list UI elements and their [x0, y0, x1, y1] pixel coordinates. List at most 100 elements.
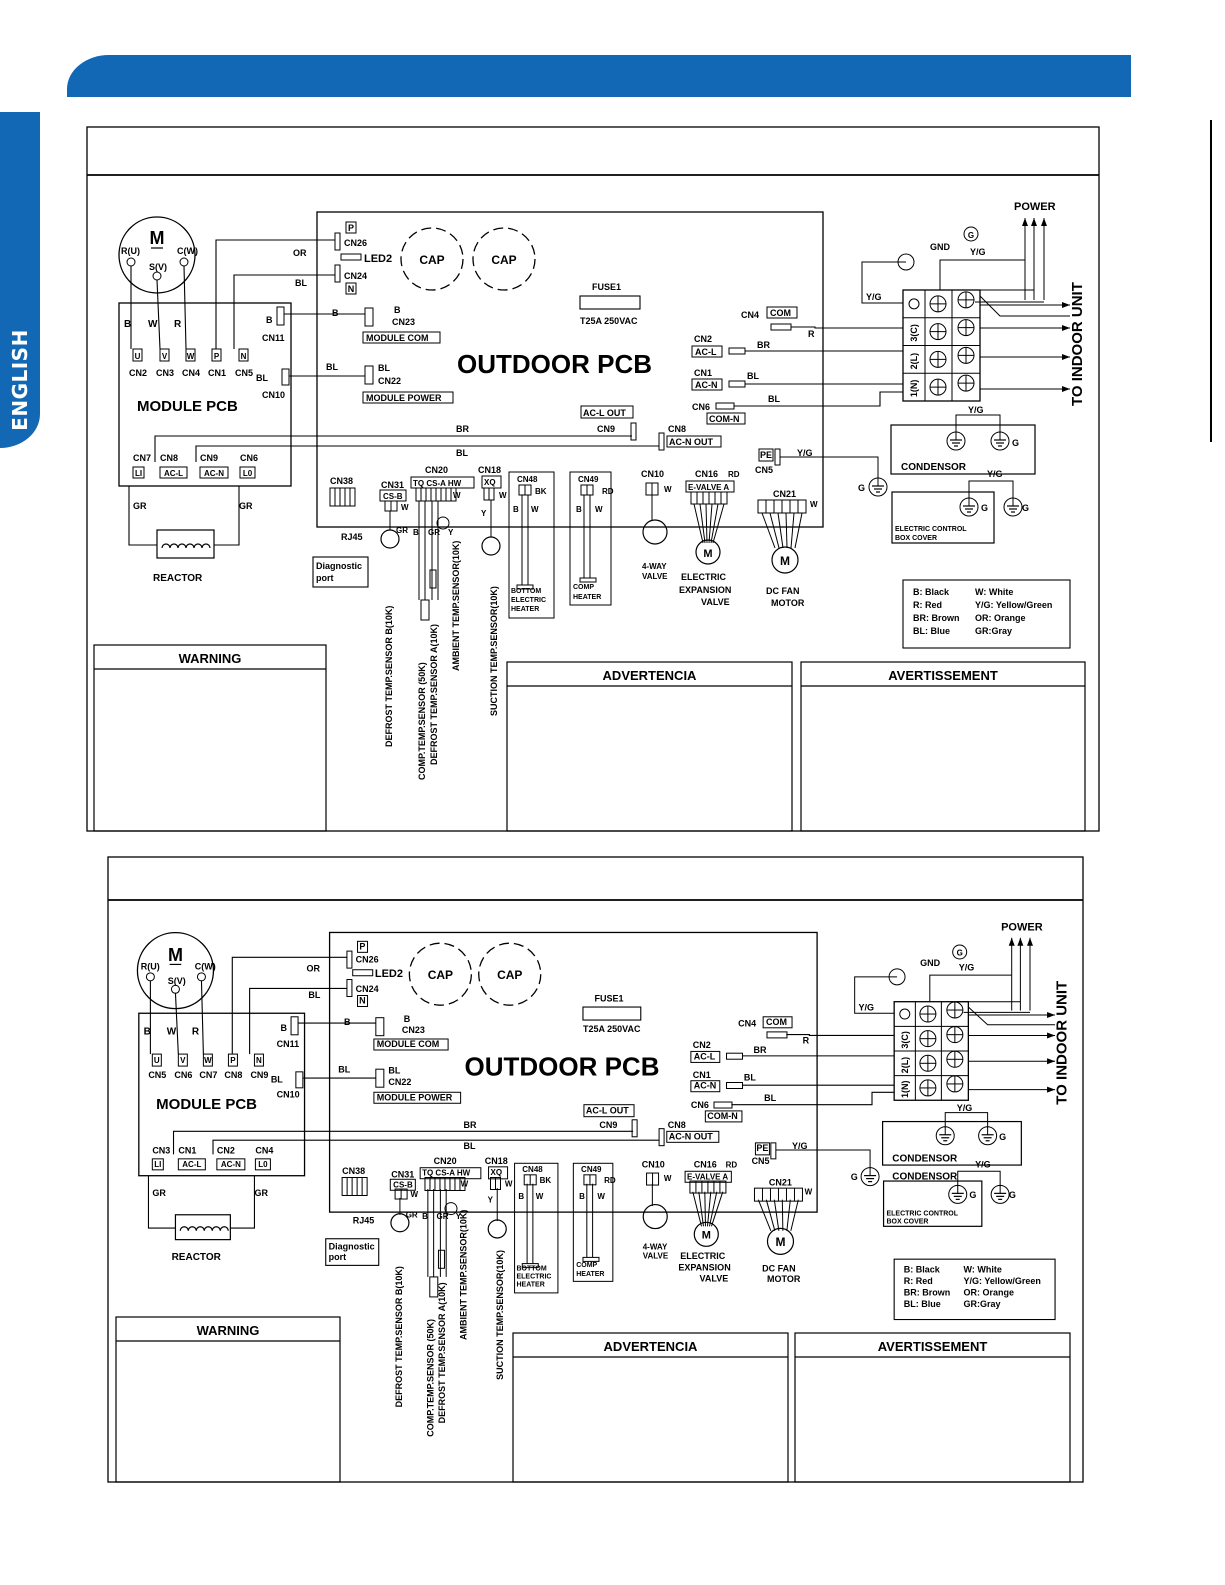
motor-label-r: R(U) — [141, 962, 160, 972]
reactor-gr-right: GR — [239, 501, 253, 511]
connector-plug — [726, 1081, 744, 1089]
module-wire-label: W — [167, 1027, 177, 1038]
module-bottom-terminal — [151, 1158, 164, 1171]
expansion-valve-motor — [695, 539, 721, 565]
module-terminal-letter: N — [241, 352, 247, 361]
pcb-acn-box — [691, 378, 723, 391]
pcb-cn9: CN9 — [597, 424, 615, 434]
ambient-sensor — [436, 516, 450, 530]
fuse-rating: T25A 250VAC — [583, 1024, 641, 1034]
pcb-xq-label: XQ — [484, 478, 496, 487]
language-tab[interactable]: ENGLISH — [0, 112, 40, 448]
wire-label-b: B — [518, 1192, 524, 1201]
wire-label-r: R — [803, 1035, 810, 1045]
wire-label-bl: BL — [768, 394, 780, 404]
legend-entry: GR:Gray — [975, 626, 1012, 636]
pcb-cn22-bl: BL — [388, 1066, 400, 1076]
expansion-valve-label: ELECTRIC — [681, 572, 727, 582]
ground-g-letter: G — [1022, 503, 1029, 513]
wire — [854, 976, 898, 1014]
pcb-acl-label: AC-L — [695, 347, 717, 357]
valve-lead — [704, 1191, 706, 1227]
pcb-xq-label: XQ — [490, 1168, 502, 1177]
ground-g-letter: G — [1012, 438, 1019, 448]
wire-label-w: W — [536, 1192, 544, 1201]
wire — [212, 1139, 660, 1155]
ground-g-symbol — [952, 944, 968, 960]
wire-label-rd: RD — [728, 470, 740, 479]
motor-terminal — [196, 972, 206, 982]
pcb-n-label: N — [348, 284, 355, 294]
module-bottom-terminal-label: L0 — [258, 1160, 268, 1169]
expansion-valve-label: EXPANSION — [679, 585, 731, 595]
pcb-cn4: CN4 — [738, 1019, 756, 1029]
wire-label-w: W — [499, 491, 507, 500]
capacitor-label: CAP — [497, 968, 522, 982]
pcb-cn21: CN21 — [769, 1177, 792, 1187]
legend-entry: Y/G: Yellow/Green — [975, 600, 1052, 610]
pcb-pe-label: PE — [756, 1143, 768, 1153]
valve-lead — [698, 1191, 704, 1227]
condensor-label: CONDENSOR — [892, 1154, 958, 1165]
motor-letter: M — [168, 945, 183, 965]
wire — [791, 326, 903, 329]
fan-lead — [790, 512, 795, 549]
wire — [215, 239, 335, 349]
wire — [786, 1034, 895, 1036]
module-bottom-terminal-label: AC-L — [182, 1160, 201, 1169]
wire — [944, 1112, 989, 1128]
pcb-cn23-b: B — [394, 305, 401, 315]
four-way-valve — [642, 1203, 668, 1230]
wire-label-gr: GR — [396, 526, 408, 535]
module-cn10-bl: BL — [256, 373, 268, 383]
pcb-cn2: CN2 — [694, 334, 712, 344]
pcb-acl-label: AC-L — [694, 1051, 716, 1061]
wire — [154, 435, 632, 462]
ground-g-letter: G — [957, 949, 963, 958]
pcb-cn38: CN38 — [330, 476, 353, 486]
condensor-box — [890, 424, 1036, 475]
module-bottom-terminal-label: LI — [154, 1160, 161, 1169]
cn11-plug — [290, 1016, 299, 1036]
legend-entry: W: White — [975, 587, 1013, 597]
motor-terminal — [152, 271, 162, 281]
defrost-a-sensor — [429, 569, 437, 589]
pcb-evalve-label: E-VALVE A — [688, 483, 729, 492]
comp-temp-sensor — [420, 599, 430, 621]
module-bottom-terminal — [216, 1158, 246, 1171]
bottom-heater-label: ELECTRIC — [511, 597, 546, 604]
expansion-valve-label: EXPANSION — [678, 1263, 730, 1273]
valve-lead — [710, 503, 719, 544]
wire-label-w: W — [595, 505, 603, 514]
pcb-led2: LED2 — [364, 253, 392, 265]
wire — [230, 1175, 255, 1229]
power-arrow — [1031, 218, 1037, 226]
connector-box — [357, 940, 369, 953]
module-bottom-terminal-label: AC-L — [164, 469, 183, 478]
wire-label-yg: Y/G — [987, 469, 1003, 479]
dc-fan-motor — [771, 546, 799, 574]
pcb-cn16: CN16 — [695, 469, 718, 479]
module-terminal-letter: V — [180, 1056, 186, 1065]
pcb-pe-box — [754, 1142, 770, 1156]
wire — [172, 1130, 634, 1155]
diagnostic-port-box — [325, 1238, 380, 1266]
module-connector-name: CN5 — [148, 1070, 166, 1080]
pcb-acn-label: AC-N — [694, 1081, 717, 1091]
terminal-label: 1(N) — [909, 380, 919, 398]
wire-label-w: W — [664, 1174, 672, 1183]
wire-label-bk: BK — [535, 487, 547, 496]
pcb-cn8: CN8 — [668, 1120, 686, 1130]
avertissement-heading: AVERTISSEMENT — [888, 668, 998, 683]
wire — [147, 1175, 176, 1229]
fuse-label: FUSE1 — [595, 994, 624, 1004]
expansion-valve-label: VALVE — [701, 597, 730, 607]
fuse-label: FUSE1 — [592, 282, 621, 292]
legend-entry: BR: Brown — [904, 1288, 951, 1298]
header-bar — [67, 55, 1131, 97]
pcb-cn23: CN23 — [392, 317, 415, 327]
legend-entry: R: Red — [904, 1276, 933, 1286]
compressor-motor — [118, 216, 196, 294]
legend-entry: BL: Blue — [904, 1299, 941, 1309]
